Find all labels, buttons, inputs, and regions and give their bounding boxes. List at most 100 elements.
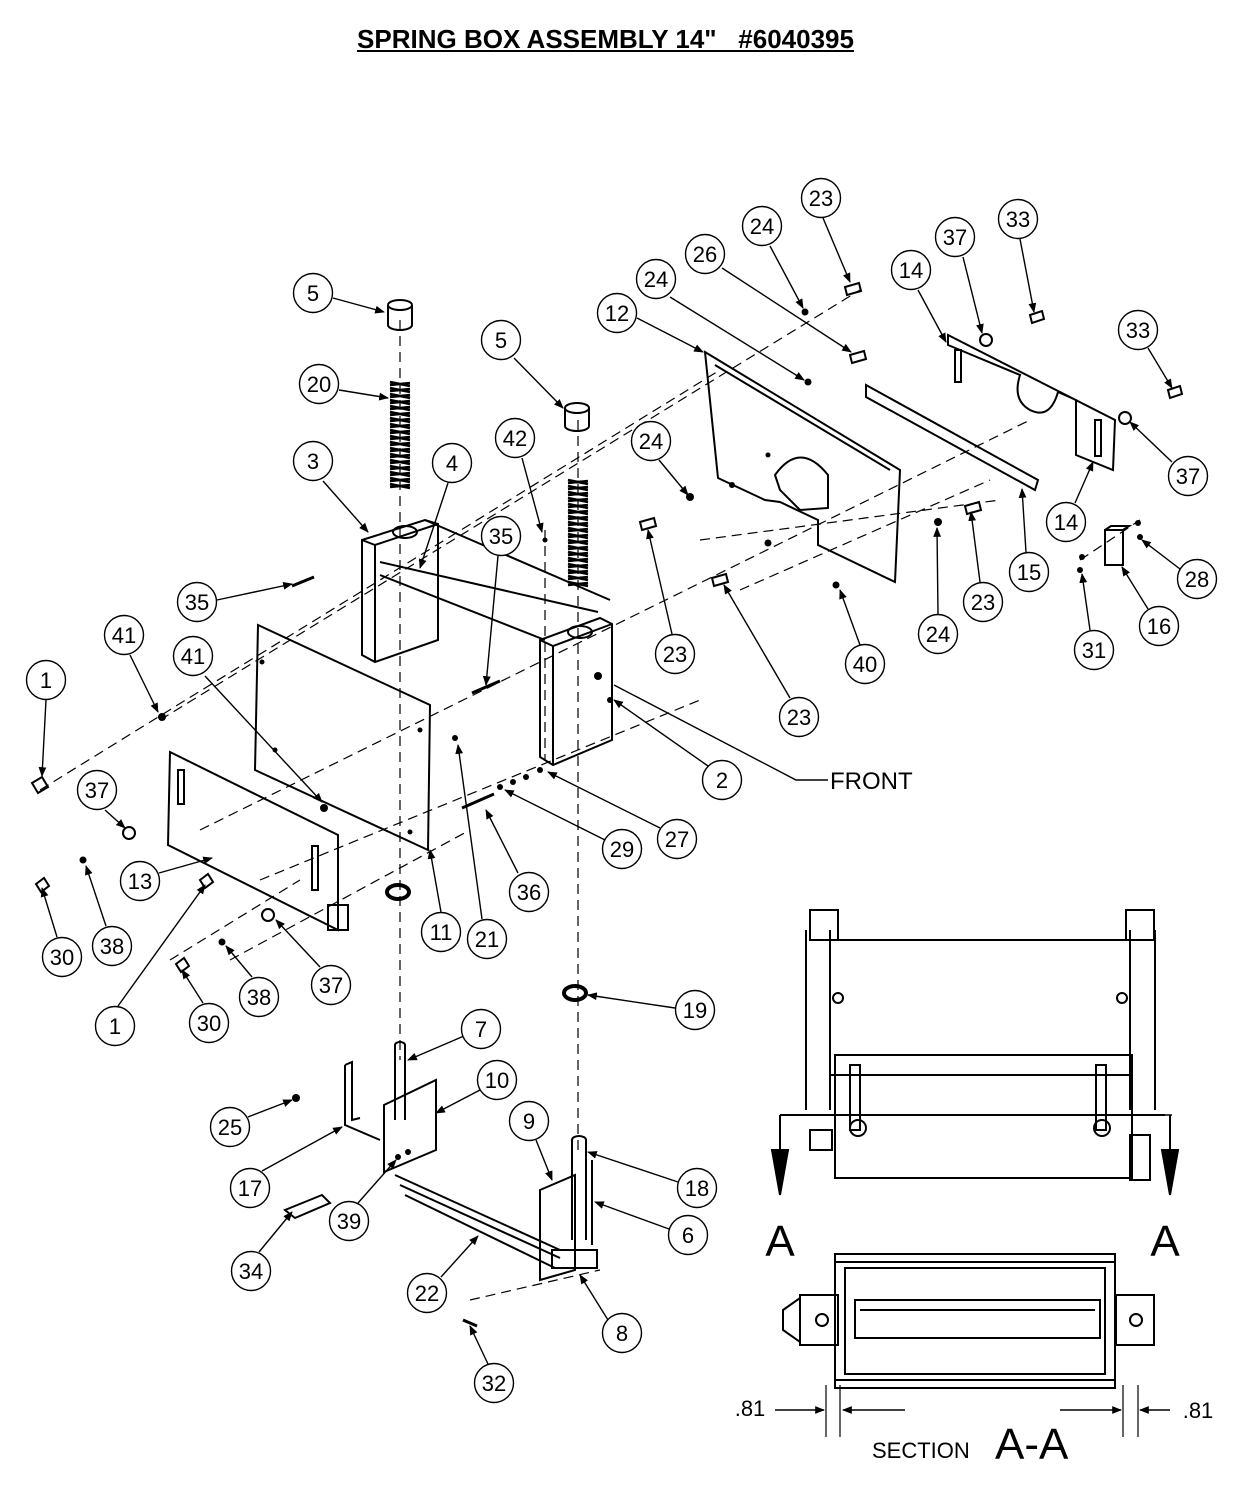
- callout-balloon: 11: [420, 911, 462, 953]
- slots-14: [954, 349, 1102, 457]
- callout-circle: [25, 659, 67, 701]
- callout-circle: [238, 976, 280, 1018]
- callout-balloon: 5: [292, 272, 334, 314]
- bushing-19: [562, 984, 588, 1002]
- callout-balloon: 24: [635, 258, 677, 300]
- callout-leader: [482, 555, 499, 686]
- callout-balloon: 23: [800, 177, 842, 219]
- callout-leader: [129, 654, 159, 713]
- callout-circle: [1008, 551, 1050, 593]
- bolt-23b: [710, 572, 730, 588]
- callout-leader: [1018, 488, 1027, 553]
- fv-knob-left: [849, 1119, 867, 1137]
- fv-hole-right: [1116, 992, 1128, 1004]
- fastener-dot: [405, 1149, 411, 1155]
- callout-number: 23: [809, 186, 833, 211]
- callout-circle: [1045, 501, 1087, 543]
- fastener-dot: [497, 784, 503, 790]
- spring-right: [567, 478, 589, 588]
- plate-clip: [327, 904, 349, 931]
- callout-balloon: 21: [466, 918, 508, 960]
- fastener-dot: [1077, 567, 1083, 573]
- callout-circle: [890, 249, 932, 291]
- sec-bore-left: [815, 1313, 829, 1327]
- callout-balloon: 41: [172, 635, 214, 677]
- pin-35b: [471, 679, 501, 695]
- callout-number: 26: [693, 242, 717, 267]
- callout-number: 36: [517, 880, 541, 905]
- sec-extension-lines: [825, 1385, 1139, 1437]
- callout-leader: [636, 317, 704, 353]
- callout-number: 1: [40, 668, 52, 693]
- callout-circle: [310, 964, 352, 1006]
- fastener-dot: [523, 774, 529, 780]
- callout-balloon: 40: [844, 643, 886, 685]
- callout-balloon: 33: [997, 198, 1039, 240]
- callout-circle: [701, 759, 743, 801]
- fv-knob-right: [1093, 1119, 1111, 1137]
- box-crossbar: [379, 519, 611, 641]
- callout-number: 21: [475, 927, 499, 952]
- callout-balloon: 19: [674, 989, 716, 1031]
- callout-balloon: 35: [480, 515, 522, 557]
- centerline: [469, 1269, 601, 1301]
- callout-circle: [1176, 558, 1218, 600]
- callout-leader: [258, 1211, 293, 1253]
- callout-number: 37: [85, 778, 109, 803]
- callout-number: 42: [503, 426, 527, 451]
- callout-number: 4: [446, 451, 458, 476]
- callout-balloon: 8: [601, 1312, 643, 1354]
- callout-balloon: 12: [596, 292, 638, 334]
- fastener-dot: [510, 779, 516, 785]
- spring-bore-right: [567, 625, 593, 639]
- callout-leader: [613, 699, 709, 767]
- callout-leader: [1147, 347, 1173, 389]
- callout-balloon: 23: [654, 633, 696, 675]
- fastener-dot: [407, 829, 413, 835]
- callout-circle: [800, 177, 842, 219]
- callout-balloon: 16: [1138, 605, 1180, 647]
- sec-clip: [782, 1296, 801, 1344]
- callout-circle: [103, 614, 145, 656]
- callout-balloon: 38: [91, 925, 133, 967]
- callout-leader: [504, 789, 606, 841]
- callout-leader: [587, 992, 676, 1009]
- pin-32: [462, 1318, 478, 1328]
- washer-37d: [1118, 411, 1132, 425]
- callout-circle: [997, 198, 1039, 240]
- callout-circle: [292, 440, 334, 482]
- callout-circle: [406, 1272, 448, 1314]
- fv-side-brackets: [809, 1129, 1151, 1181]
- cap-left: [387, 299, 413, 331]
- fastener-dot: [272, 747, 278, 753]
- fv-columns: [805, 930, 1156, 1110]
- callout-balloon: 30: [188, 1002, 230, 1044]
- fastener-dot: [158, 713, 166, 721]
- fv-slots: [849, 1064, 1107, 1131]
- callout-balloon: 1: [25, 659, 67, 701]
- callout-circle: [1138, 605, 1180, 647]
- callout-number: 15: [1017, 560, 1041, 585]
- callout-balloon: 37: [1167, 455, 1209, 497]
- callout-circle: [635, 258, 677, 300]
- callout-number: 41: [112, 623, 136, 648]
- callout-balloon: 9: [508, 1100, 550, 1142]
- callout-leader: [547, 771, 661, 829]
- pin-35a: [291, 575, 315, 588]
- callout-circle: [480, 515, 522, 557]
- callout-balloon: 35: [176, 581, 218, 623]
- callout-circle: [229, 1167, 271, 1209]
- callout-leader: [181, 969, 204, 1004]
- fastener-dot: [729, 482, 735, 488]
- fastener-dot: [1137, 534, 1143, 540]
- callout-number: 37: [1176, 464, 1200, 489]
- fastener-dot: [452, 735, 458, 741]
- callout-leader: [535, 1139, 553, 1181]
- callout-leader: [332, 297, 385, 314]
- callout-number: 16: [1147, 614, 1171, 639]
- bushing-left: [385, 883, 411, 901]
- clip-17: [344, 1060, 381, 1141]
- callout-number: 37: [943, 225, 967, 250]
- front-plate: [253, 623, 432, 852]
- callout-circle: [209, 1106, 251, 1148]
